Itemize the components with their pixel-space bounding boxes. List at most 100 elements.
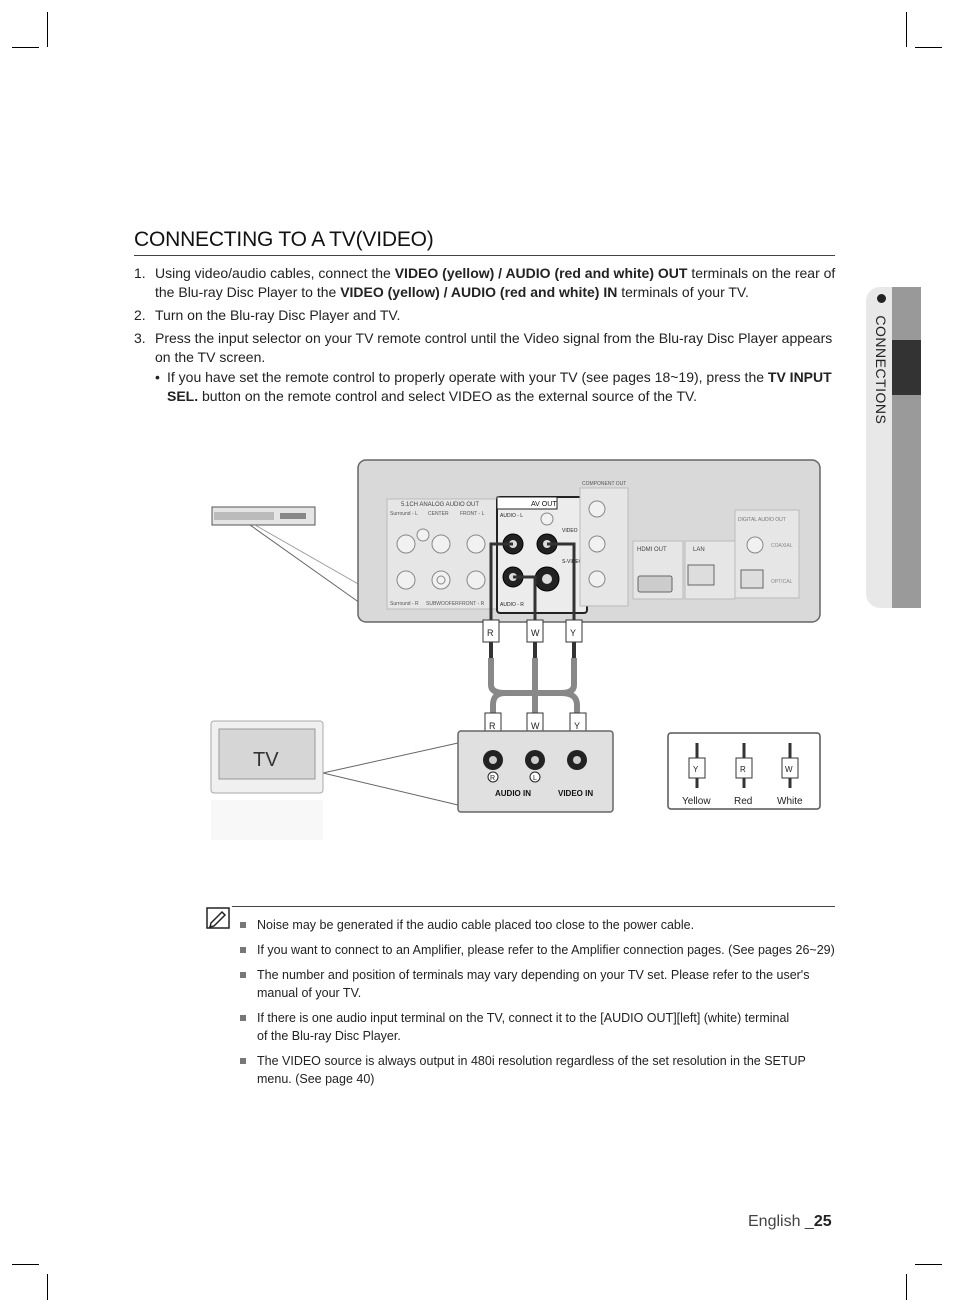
page-title: CONNECTING TO A TV(VIDEO) xyxy=(134,228,434,251)
note-item: The VIDEO source is always output in 480… xyxy=(240,1052,827,1088)
steps-list: 1. Using video/audio cables, connect the… xyxy=(134,264,836,410)
note-item: If you want to connect to an Amplifier, … xyxy=(240,941,840,959)
step-text: Turn on the Blu-ray Disc Player and TV. xyxy=(155,307,401,323)
step-number: 1. xyxy=(134,265,146,281)
plug-w-label: W xyxy=(531,628,540,638)
surround-l-label: Surround - L xyxy=(390,511,418,517)
bottom-plugs: R W Y xyxy=(484,712,587,736)
subwoofer-label: SUBWOOFER xyxy=(426,601,459,607)
step-emphasis: VIDEO (yellow) / AUDIO (red and white) O… xyxy=(394,265,688,281)
plug-y-label: Y xyxy=(570,628,576,638)
tv-label: TV xyxy=(253,749,279,771)
surround-r-label: Surround - R xyxy=(390,601,419,607)
crop-mark xyxy=(915,1264,942,1265)
page-number: 25 xyxy=(813,1213,832,1230)
section-tab-band xyxy=(892,287,921,340)
plug-w-label: W xyxy=(531,721,540,731)
lan-label: LAN xyxy=(693,547,705,553)
crop-mark xyxy=(12,1264,39,1265)
legend-plug-r: R xyxy=(740,765,746,774)
section-tab-band xyxy=(892,395,921,608)
jack-l-label: L xyxy=(533,775,537,782)
crop-mark xyxy=(47,12,48,47)
section-tab-band-active xyxy=(892,340,921,395)
step-text: Press the input selector on your TV remo… xyxy=(155,330,833,365)
square-bullet-icon xyxy=(240,1058,246,1064)
crop-mark xyxy=(906,1274,907,1300)
square-bullet-icon xyxy=(240,972,246,978)
step-emphasis: VIDEO (yellow) / AUDIO (red and white) I… xyxy=(340,284,618,300)
step-3: 3. Press the input selector on your TV r… xyxy=(134,329,836,406)
crop-mark xyxy=(12,47,39,48)
front-r-label: FRONT - R xyxy=(459,601,485,607)
notes-list: Noise may be generated if the audio cabl… xyxy=(240,916,840,1095)
audio-r-label: AUDIO - R xyxy=(500,602,524,608)
note-text: If you want to connect to an Amplifier, … xyxy=(257,943,835,957)
tv-input-panel: R L AUDIO IN VIDEO IN xyxy=(457,730,614,813)
note-text: The VIDEO source is always output in 480… xyxy=(257,1054,806,1086)
step-emphasis: TV INPUT SEL. xyxy=(167,369,832,404)
crop-mark xyxy=(906,12,907,47)
bluray-player-icon xyxy=(211,506,316,526)
legend-red: Red xyxy=(734,796,752,807)
note-text: Noise may be generated if the audio cabl… xyxy=(257,918,695,932)
note-text: If there is one audio input terminal on … xyxy=(257,1011,790,1043)
optical-label: OPTICAL xyxy=(771,579,793,585)
s-video-label: S-VIDEO xyxy=(562,559,583,565)
note-item: The number and position of terminals may… xyxy=(240,966,840,1002)
step-1: 1. Using video/audio cables, connect the… xyxy=(134,264,836,302)
step-text: Using video/audio cables, connect the xyxy=(155,265,395,281)
hdmi-out-label: HDMI OUT xyxy=(637,547,667,553)
bullet-icon xyxy=(876,294,886,303)
jack-r-label: R xyxy=(490,775,495,782)
page-footer: English _25 xyxy=(748,1213,832,1231)
legend-plug-w: W xyxy=(785,765,793,774)
bullet: • xyxy=(155,369,160,385)
av-out-label: AV OUT xyxy=(531,501,557,508)
legend-white: White xyxy=(777,796,803,807)
audio-in-label: AUDIO IN xyxy=(495,789,531,798)
legend-yellow: Yellow xyxy=(682,796,711,807)
tv-icon: TV xyxy=(210,720,459,840)
square-bullet-icon xyxy=(240,947,246,953)
crop-mark xyxy=(915,47,942,48)
section-tab-label: CONNECTIONS xyxy=(869,294,889,514)
note-item: Noise may be generated if the audio cabl… xyxy=(240,916,840,934)
note-item: If there is one audio input terminal on … xyxy=(240,1009,797,1045)
legend-plug-y: Y xyxy=(693,765,699,774)
notes-divider xyxy=(232,906,835,907)
plug-color-legend: Y R W Yellow Red White xyxy=(667,732,821,810)
step-2: 2. Turn on the Blu-ray Disc Player and T… xyxy=(134,306,836,325)
footer-language: English _ xyxy=(748,1213,814,1230)
connection-diagram: 5.1CH ANALOG AUDIO OUT Surround - L CENT… xyxy=(210,459,821,840)
title-divider xyxy=(134,255,835,256)
plug-r-label: R xyxy=(489,721,496,731)
top-plugs: R W Y xyxy=(482,619,583,658)
square-bullet-icon xyxy=(240,1015,246,1021)
step-number: 3. xyxy=(134,330,146,346)
note-icon xyxy=(206,907,230,929)
digital-audio-out-label: DIGITAL AUDIO OUT xyxy=(738,517,786,523)
step-text: terminals on the rear of the Blu-ray Dis… xyxy=(155,265,836,300)
audio-l-label: AUDIO - L xyxy=(500,513,523,519)
front-l-label: FRONT - L xyxy=(460,511,485,517)
section-name: CONNECTIONS xyxy=(873,315,889,425)
note-text: The number and position of terminals may… xyxy=(257,968,810,1000)
coaxial-label: COAXIAL xyxy=(771,543,793,549)
step-text: terminals of your TV. xyxy=(617,284,749,300)
square-bullet-icon xyxy=(240,922,246,928)
av-cable xyxy=(489,542,576,620)
component-out-label: COMPONENT OUT xyxy=(582,481,626,487)
center-label: CENTER xyxy=(428,511,449,517)
analog-label: 5.1CH ANALOG AUDIO OUT xyxy=(401,502,479,508)
video-in-label: VIDEO IN xyxy=(558,789,593,798)
crop-mark xyxy=(47,1274,48,1300)
step-text: If you have set the remote control to pr… xyxy=(167,369,768,385)
step-text: button on the remote control and select … xyxy=(198,388,697,404)
rear-panel: 5.1CH ANALOG AUDIO OUT Surround - L CENT… xyxy=(357,459,821,623)
video-label: VIDEO xyxy=(562,528,578,534)
step-number: 2. xyxy=(134,307,146,323)
plug-r-label: R xyxy=(487,628,494,638)
plug-y-label: Y xyxy=(574,721,580,731)
step-3-subpoint: • If you have set the remote control to … xyxy=(155,368,836,406)
